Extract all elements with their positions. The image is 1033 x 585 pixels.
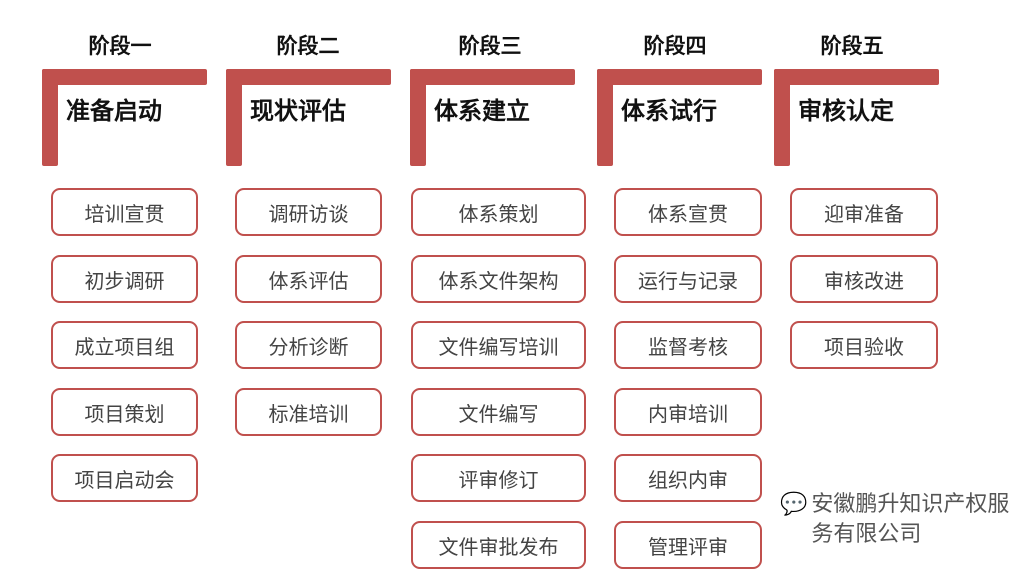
stage-title: 现状评估 (250, 97, 346, 125)
wechat-icon: 💬 (780, 492, 808, 517)
step-box: 运行与记录 (614, 255, 762, 303)
step-box: 体系文件架构 (411, 255, 586, 303)
bracket-left-bar (774, 69, 790, 166)
step-box: 分析诊断 (235, 321, 382, 369)
bracket-top-bar (597, 69, 762, 85)
stage-title: 审核认定 (798, 97, 894, 125)
stage-bracket: 体系建立 (410, 69, 575, 166)
step-box: 审核改进 (790, 255, 938, 303)
watermark-text: 安徽鹏升知识产权服务有限公司 (811, 492, 1010, 547)
stage-bracket: 体系试行 (597, 69, 762, 166)
step-box: 项目策划 (51, 388, 198, 436)
bracket-top-bar (226, 69, 391, 85)
step-box: 成立项目组 (51, 321, 198, 369)
bracket-top-bar (410, 69, 575, 85)
stage-bracket: 准备启动 (42, 69, 207, 166)
stage-label: 阶段五 (820, 34, 884, 58)
step-box: 内审培训 (614, 388, 762, 436)
step-box: 监督考核 (614, 321, 762, 369)
step-box: 文件编写 (411, 388, 586, 436)
step-box: 迎审准备 (790, 188, 938, 236)
step-box: 项目验收 (790, 321, 938, 369)
step-box: 培训宣贯 (51, 188, 198, 236)
step-box: 初步调研 (51, 255, 198, 303)
step-box: 标准培训 (235, 388, 382, 436)
step-box: 文件编写培训 (411, 321, 586, 369)
stage-label: 阶段二 (276, 34, 340, 58)
step-box: 调研访谈 (235, 188, 382, 236)
bracket-top-bar (774, 69, 939, 85)
stage-title: 准备启动 (66, 97, 162, 125)
step-box: 组织内审 (614, 454, 762, 502)
step-box: 体系策划 (411, 188, 586, 236)
stage-bracket: 审核认定 (774, 69, 939, 166)
stage-label: 阶段一 (88, 34, 152, 58)
bracket-top-bar (42, 69, 207, 85)
step-box: 评审修订 (411, 454, 586, 502)
stage-label: 阶段三 (458, 34, 522, 58)
bracket-left-bar (226, 69, 242, 166)
bracket-left-bar (42, 69, 58, 166)
watermark: 💬安徽鹏升知识产权服务有限公司 (780, 490, 1025, 550)
step-box: 体系评估 (235, 255, 382, 303)
bracket-left-bar (597, 69, 613, 166)
stage-bracket: 现状评估 (226, 69, 391, 166)
stage-title: 体系试行 (621, 97, 717, 125)
stage-title: 体系建立 (434, 97, 530, 125)
bracket-left-bar (410, 69, 426, 166)
step-box: 体系宣贯 (614, 188, 762, 236)
step-box: 管理评审 (614, 521, 762, 569)
step-box: 文件审批发布 (411, 521, 586, 569)
stage-label: 阶段四 (643, 34, 707, 58)
step-box: 项目启动会 (51, 454, 198, 502)
